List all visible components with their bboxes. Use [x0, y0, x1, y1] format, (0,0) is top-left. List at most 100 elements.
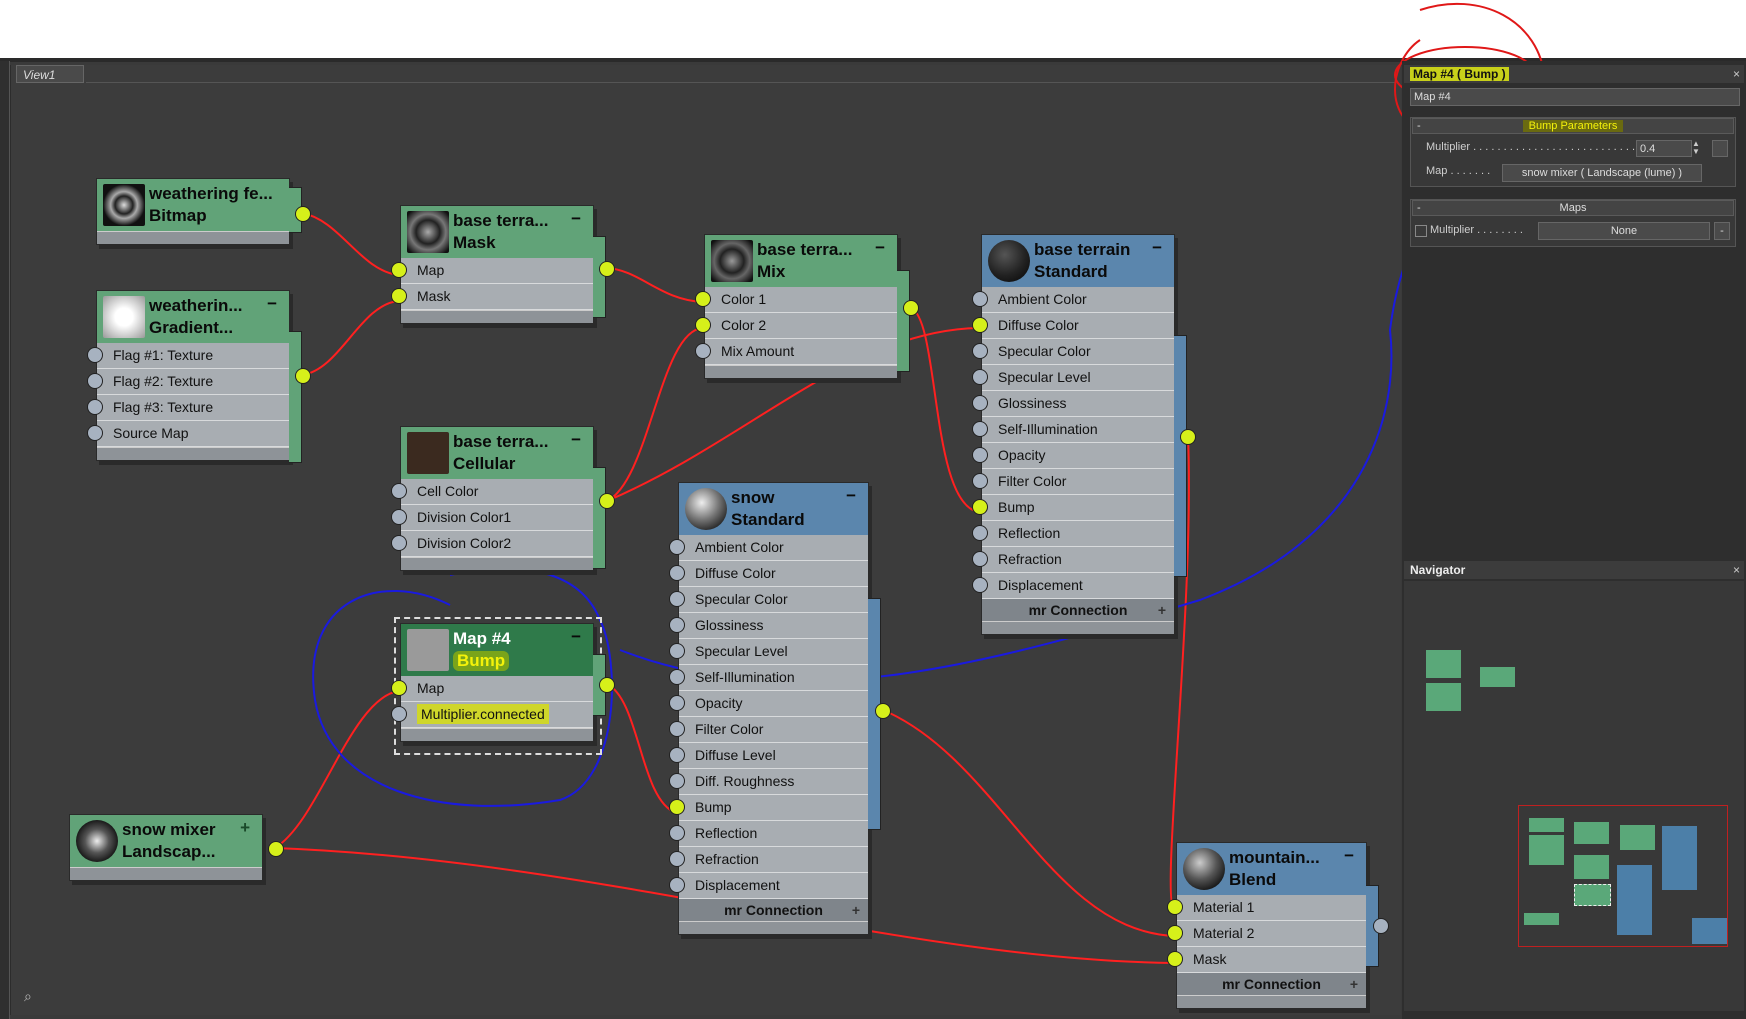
- maps-multiplier-checkbox[interactable]: [1415, 225, 1427, 237]
- slot-row[interactable]: Flag #1: Texture: [87, 343, 289, 369]
- rollout-header-maps[interactable]: - Maps: [1412, 200, 1734, 216]
- slot-row[interactable]: Glossiness: [669, 613, 868, 639]
- slot-row[interactable]: Map: [391, 258, 593, 284]
- minimize-icon[interactable]: −: [846, 486, 856, 505]
- minimize-icon[interactable]: −: [571, 627, 581, 646]
- node-header[interactable]: base terra... Cellular −: [401, 427, 593, 479]
- collapse-icon[interactable]: -: [1417, 202, 1421, 214]
- input-socket[interactable]: [669, 773, 685, 789]
- input-socket[interactable]: [972, 369, 988, 385]
- node-base-mask[interactable]: base terra... Mask − Map Mask: [391, 205, 615, 324]
- slot-row[interactable]: Multiplier.connected: [391, 702, 593, 728]
- binoculars-icon[interactable]: ⌕: [24, 988, 32, 1004]
- slot-row[interactable]: Glossiness: [972, 391, 1174, 417]
- output-socket[interactable]: [875, 703, 891, 719]
- input-socket[interactable]: [669, 539, 685, 555]
- input-socket[interactable]: [972, 447, 988, 463]
- slot-row[interactable]: Bump: [669, 795, 868, 821]
- slot-row[interactable]: Displacement: [669, 873, 868, 899]
- output-socket[interactable]: [268, 841, 284, 857]
- minimize-icon[interactable]: −: [267, 294, 277, 313]
- maps-options-button[interactable]: -: [1714, 222, 1730, 240]
- node-header[interactable]: weathering fe... Bitmap: [97, 179, 289, 231]
- input-socket[interactable]: [391, 535, 407, 551]
- slot-row[interactable]: Specular Level: [972, 365, 1174, 391]
- tab-view1[interactable]: View1: [16, 65, 84, 83]
- input-socket[interactable]: [669, 643, 685, 659]
- input-socket[interactable]: [695, 343, 711, 359]
- expand-icon[interactable]: +: [851, 902, 860, 918]
- node-header[interactable]: Map #4 Bump −: [401, 624, 593, 676]
- slot-row[interactable]: Division Color1: [391, 505, 593, 531]
- input-socket[interactable]: [87, 425, 103, 441]
- input-socket[interactable]: [87, 373, 103, 389]
- input-socket[interactable]: [972, 317, 988, 333]
- node-mountain-blend[interactable]: mountain... Blend − Material 1 Material …: [1167, 842, 1389, 1009]
- slot-row[interactable]: Material 2: [1167, 921, 1366, 947]
- node-base-mix[interactable]: base terra... Mix − Color 1 Color 2 Mix …: [695, 234, 919, 379]
- nav-viewport-rect[interactable]: [1518, 805, 1728, 947]
- slot-row[interactable]: Reflection: [972, 521, 1174, 547]
- mr-connection-bar[interactable]: mr Connection+: [982, 599, 1174, 621]
- output-socket[interactable]: [1373, 918, 1389, 934]
- slot-row[interactable]: Cell Color: [391, 479, 593, 505]
- node-header[interactable]: base terrain Standard −: [982, 235, 1174, 287]
- node-header[interactable]: base terra... Mask −: [401, 206, 593, 258]
- close-icon[interactable]: ×: [1732, 67, 1740, 81]
- output-socket[interactable]: [903, 300, 919, 316]
- close-icon[interactable]: ×: [1732, 563, 1740, 577]
- output-socket[interactable]: [599, 261, 615, 277]
- output-socket[interactable]: [599, 677, 615, 693]
- minimize-icon[interactable]: −: [1344, 846, 1354, 865]
- node-header[interactable]: snow Standard −: [679, 483, 868, 535]
- slot-row[interactable]: Self-Illumination: [669, 665, 868, 691]
- input-socket[interactable]: [391, 509, 407, 525]
- slot-row[interactable]: Opacity: [972, 443, 1174, 469]
- input-socket[interactable]: [669, 695, 685, 711]
- node-base-standard[interactable]: base terrain Standard − Ambient Color Di…: [972, 234, 1196, 635]
- input-socket[interactable]: [669, 591, 685, 607]
- node-snow-standard[interactable]: snow Standard − Ambient Color Diffuse Co…: [669, 482, 891, 935]
- expand-icon[interactable]: +: [240, 818, 250, 837]
- slot-row[interactable]: Diffuse Color: [972, 313, 1174, 339]
- node-weathering-bitmap[interactable]: weathering fe... Bitmap: [96, 178, 311, 245]
- input-socket[interactable]: [1167, 925, 1183, 941]
- input-socket[interactable]: [669, 617, 685, 633]
- slot-row[interactable]: Diffuse Level: [669, 743, 868, 769]
- input-socket[interactable]: [669, 721, 685, 737]
- spinner-arrows-icon[interactable]: ▲▼: [1692, 139, 1700, 156]
- input-socket[interactable]: [669, 877, 685, 893]
- slot-row[interactable]: Flag #3: Texture: [87, 395, 289, 421]
- node-weathering-gradient[interactable]: weatherin... Gradient... − Flag #1: Text…: [87, 290, 311, 463]
- maps-none-button[interactable]: None: [1538, 222, 1710, 240]
- slot-row[interactable]: Diff. Roughness: [669, 769, 868, 795]
- input-socket[interactable]: [972, 291, 988, 307]
- input-socket[interactable]: [391, 288, 407, 304]
- node-header[interactable]: weatherin... Gradient... −: [97, 291, 289, 343]
- slot-row[interactable]: Specular Level: [669, 639, 868, 665]
- minimize-icon[interactable]: −: [571, 430, 581, 449]
- minimize-icon[interactable]: −: [1152, 238, 1162, 257]
- node-base-cellular[interactable]: base terra... Cellular − Cell Color Divi…: [391, 426, 615, 571]
- multiplier-map-button[interactable]: [1712, 140, 1728, 157]
- output-socket[interactable]: [295, 206, 311, 222]
- slot-row[interactable]: Specular Color: [669, 587, 868, 613]
- slot-row[interactable]: Mix Amount: [695, 339, 897, 365]
- slot-row[interactable]: Ambient Color: [972, 287, 1174, 313]
- slot-row[interactable]: Reflection: [669, 821, 868, 847]
- node-header[interactable]: snow mixer Landscap... +: [70, 815, 262, 867]
- input-socket[interactable]: [972, 473, 988, 489]
- slot-row[interactable]: Refraction: [972, 547, 1174, 573]
- input-socket[interactable]: [972, 525, 988, 541]
- mr-connection-bar[interactable]: mr Connection+: [679, 899, 868, 921]
- input-socket[interactable]: [87, 347, 103, 363]
- slot-row[interactable]: Filter Color: [972, 469, 1174, 495]
- slot-row[interactable]: Mask: [1167, 947, 1366, 973]
- input-socket[interactable]: [695, 291, 711, 307]
- input-socket[interactable]: [695, 317, 711, 333]
- input-socket[interactable]: [87, 399, 103, 415]
- input-socket[interactable]: [391, 262, 407, 278]
- slot-row[interactable]: Mask: [391, 284, 593, 310]
- input-socket[interactable]: [391, 706, 407, 722]
- slot-row[interactable]: Color 2: [695, 313, 897, 339]
